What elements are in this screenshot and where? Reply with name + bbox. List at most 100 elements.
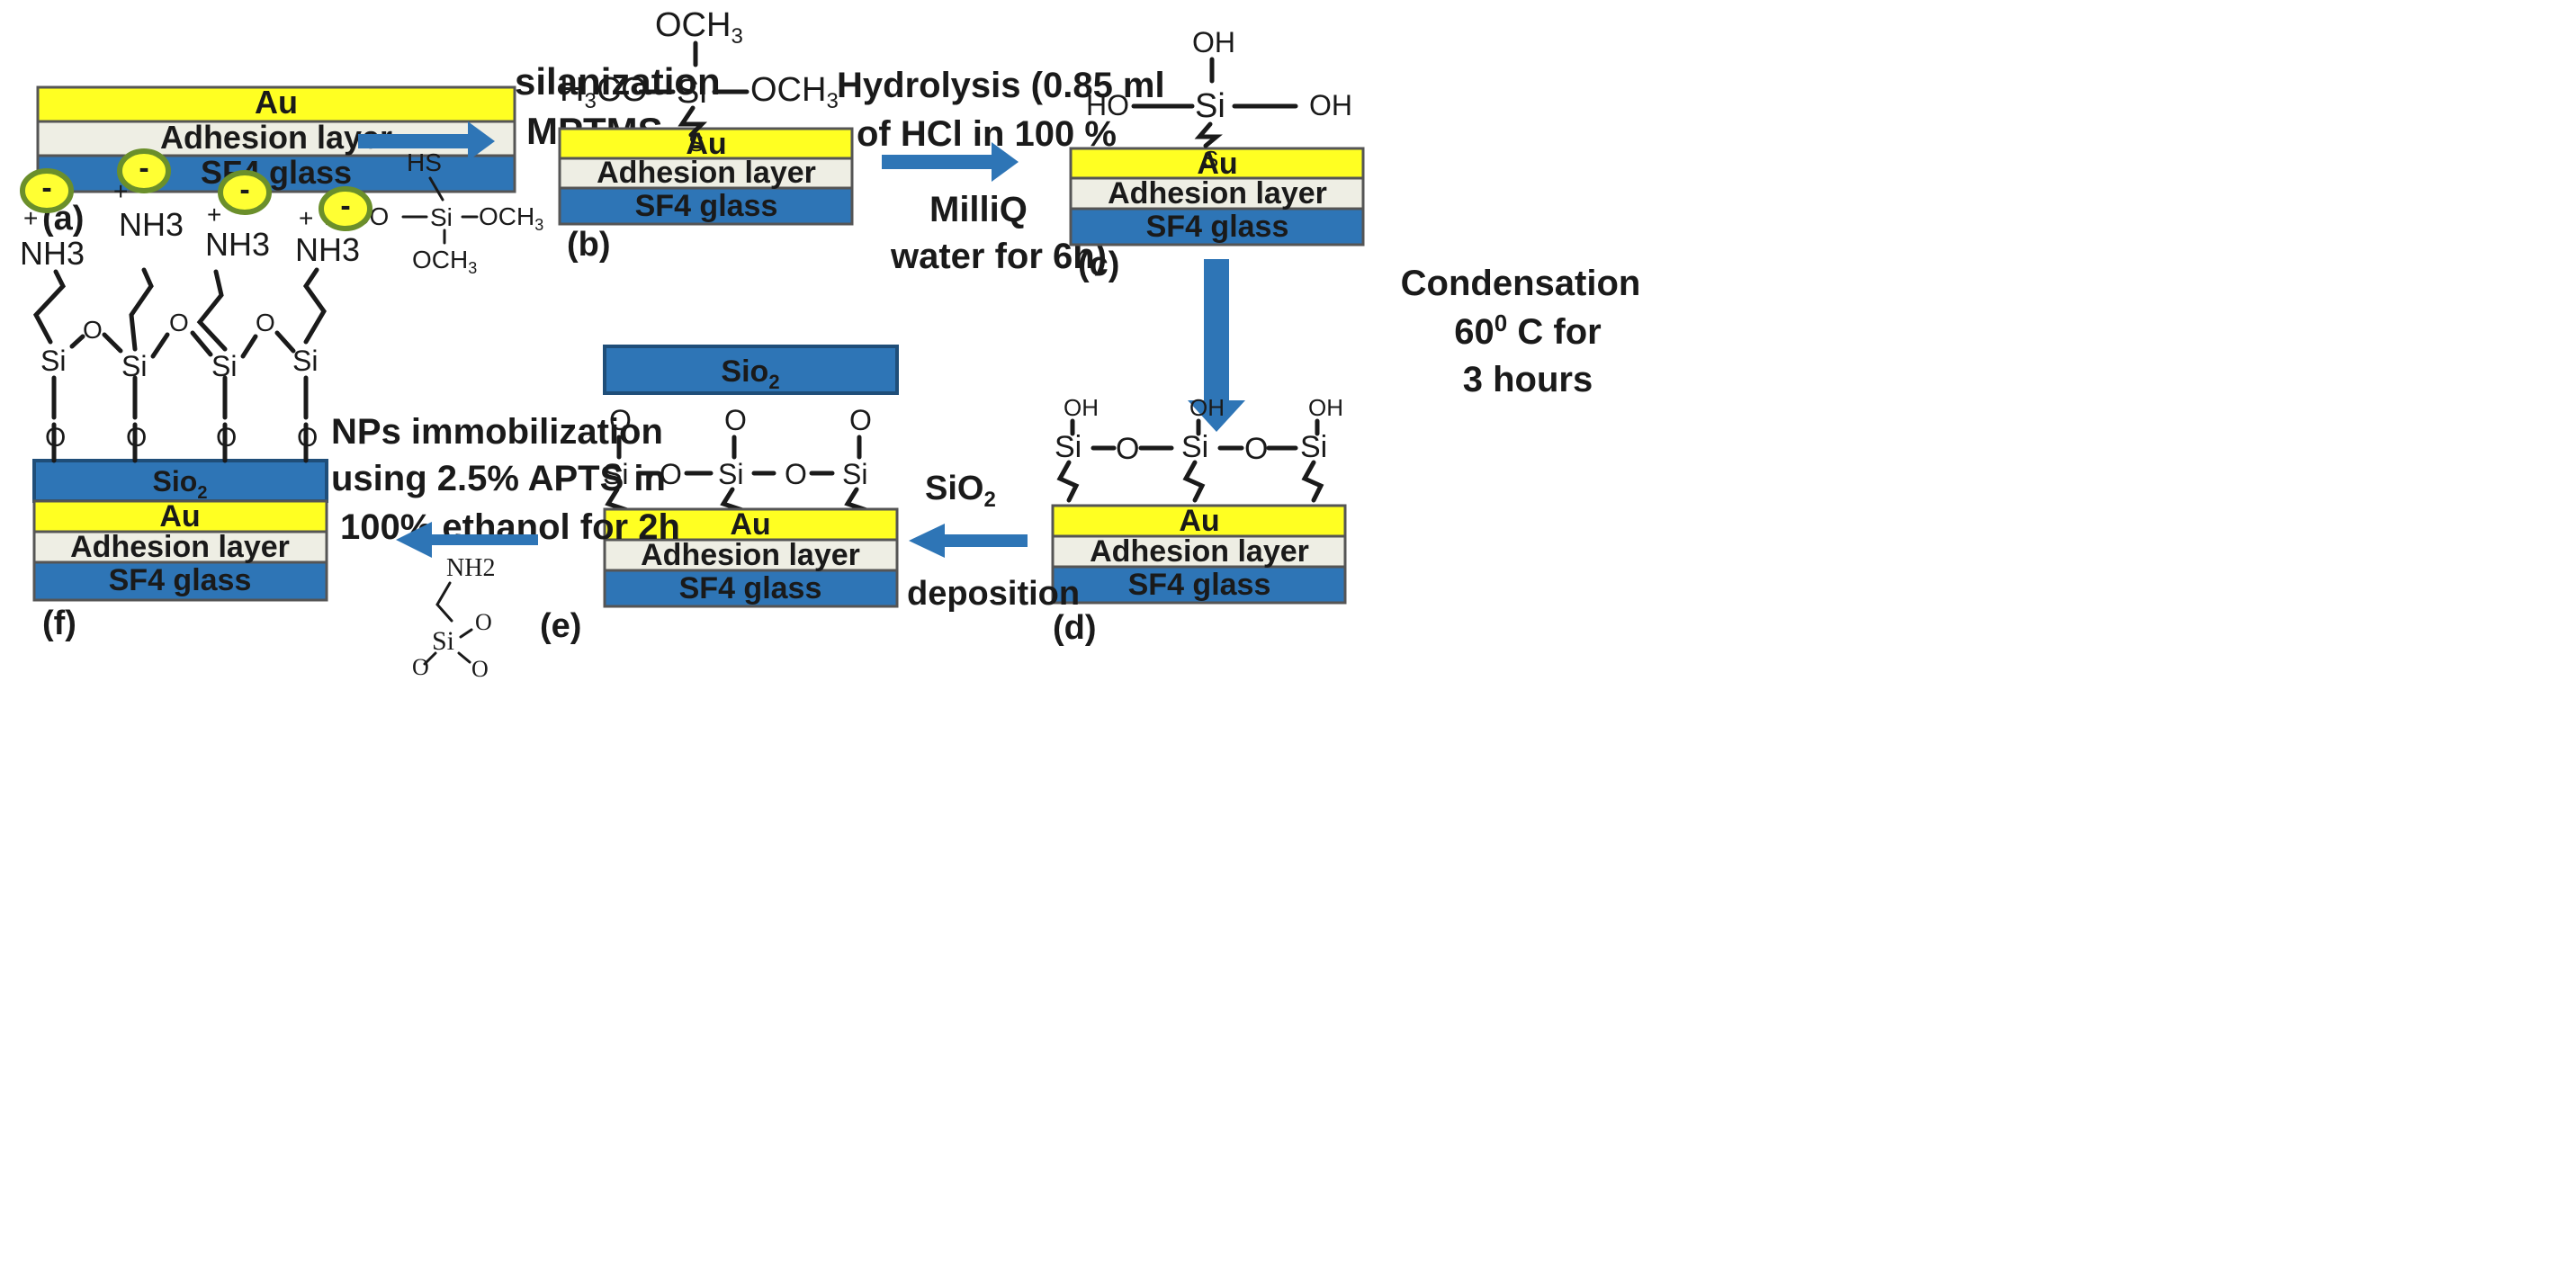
o-e1-top: O <box>609 404 632 436</box>
stack-a: Au Adhesion layer SF4 glass <box>36 84 516 193</box>
silanization-arrow <box>358 121 495 161</box>
sf4-glass-layer <box>32 560 328 602</box>
o-f-anchor1: O <box>45 423 66 453</box>
sio2-deposition-arrow <box>909 524 1028 558</box>
sio2-label: Sio2 <box>153 465 208 503</box>
si-b: Si <box>677 73 707 111</box>
plus-f1: + <box>23 204 38 232</box>
o-f-bridge2: O <box>169 309 189 336</box>
si-f4: Si <box>292 345 318 377</box>
och3-top: OCH3 <box>655 6 743 49</box>
adhesion-label: Adhesion layer <box>1108 176 1327 211</box>
silanization-label: silanization <box>515 60 721 103</box>
panel-label-f: (f) <box>42 605 76 642</box>
sio2-top-e: Sio2 <box>603 345 899 395</box>
nps-line1: NPs immobilization <box>331 412 663 452</box>
sf4-glass-layer <box>1069 207 1365 247</box>
stack-d: Au Adhesion layer SF4 glass <box>1051 504 1347 605</box>
silanol-c: OH HO Si OH S <box>1086 26 1352 173</box>
nanoparticle-4 <box>319 186 372 231</box>
condensation-line2: 600 C for <box>1454 309 1601 352</box>
sio2-layer <box>32 459 328 503</box>
minus-3: - <box>239 173 249 207</box>
adhesion-label: Adhesion layer <box>641 538 860 572</box>
hydrolysis-line1: Hydrolysis (0.85 ml <box>837 66 1165 105</box>
nanoparticle-2 <box>117 148 171 193</box>
stack-e: Au Adhesion layer SF4 glass <box>603 507 899 608</box>
sf4-glass-layer <box>1051 565 1347 605</box>
sf4-label: SF4 glass <box>1128 568 1271 602</box>
au-label: Au <box>1197 147 1237 181</box>
panel-label-d: (d) <box>1053 609 1097 647</box>
aminosilane-network-f: O O O O Si Si Si Si O O O NH3 NH3 NH3 NH… <box>20 148 372 463</box>
o-f-anchor4: O <box>297 423 318 453</box>
stack-c: Au Adhesion layer SF4 glass <box>1069 147 1365 247</box>
methoxysilane-b: OCH3 H3CO Si OCH3 S <box>560 6 839 157</box>
adhesion-layer <box>558 157 854 190</box>
nh2-text: NH2 <box>446 554 495 582</box>
au-label: Au <box>730 507 770 542</box>
si-f1: Si <box>40 345 66 377</box>
nh3-f1: NH3 <box>20 235 85 272</box>
sf4-glass-layer <box>603 569 899 608</box>
oh-d3: OH <box>1308 394 1343 421</box>
hydrolysis-arrow <box>882 142 1019 182</box>
si-f3: Si <box>211 350 237 382</box>
oh-d2: OH <box>1189 394 1225 421</box>
hydrolysis-line3: MilliQ <box>929 190 1028 229</box>
si-text: Si <box>430 203 453 231</box>
och3-text-bottom: OCH3 <box>412 246 477 277</box>
och3-text-right: OCH3 <box>479 202 543 234</box>
nh3-f3: NH3 <box>205 226 270 263</box>
o-d2: O <box>1244 432 1268 466</box>
si-d1: Si <box>1055 430 1082 464</box>
minus-1: - <box>41 171 51 205</box>
siloxane-network-d: OH Si O OH Si O OH Si <box>1055 394 1343 503</box>
adhesion-label: Adhesion layer <box>1090 534 1309 569</box>
sio2-deposition-line2: deposition <box>907 575 1080 613</box>
si-d2: Si <box>1181 430 1208 464</box>
condensation-arrow <box>1188 259 1245 432</box>
o-apts3: O <box>471 656 489 682</box>
au-layer <box>32 499 328 533</box>
condensation-line3: 3 hours <box>1463 360 1593 399</box>
plus-f4: + <box>299 204 313 232</box>
sf4-label: SF4 glass <box>679 571 822 605</box>
och3-right: OCH3 <box>750 71 839 113</box>
au-layer <box>603 507 899 542</box>
plus-f3: + <box>207 201 221 229</box>
adhesion-label: Adhesion layer <box>70 530 290 564</box>
nanoparticle-1 <box>20 168 74 213</box>
panel-label-b: (b) <box>567 226 611 264</box>
h3co-left: H3CO <box>560 71 648 113</box>
nps-line2: using 2.5% APTS in <box>331 459 666 498</box>
si-e3: Si <box>842 458 867 490</box>
panel-label-c: (c) <box>1078 246 1119 283</box>
o-e1: O <box>660 458 682 490</box>
sf4-label: SF4 glass <box>1146 210 1289 244</box>
si-apts: Si <box>432 626 454 656</box>
au-label: Au <box>1179 504 1219 538</box>
nh3-f2: NH3 <box>119 206 184 243</box>
au-layer <box>1051 504 1347 538</box>
si-d3: Si <box>1300 430 1327 464</box>
si-e2: Si <box>718 458 743 490</box>
si-e1: Si <box>603 458 628 490</box>
o-e3-top: O <box>849 404 872 436</box>
nps-arrow <box>396 522 538 558</box>
nh3-f4: NH3 <box>295 231 360 268</box>
si-f2: Si <box>121 350 147 382</box>
s-c: S <box>1203 146 1218 173</box>
stack-f: Sio2 Au Adhesion layer SF4 glass <box>32 459 328 602</box>
o-apts2: O <box>412 654 429 680</box>
condensation-line1: Condensation <box>1401 264 1641 303</box>
adhesion-label: Adhesion layer <box>160 119 392 156</box>
oh-d1: OH <box>1064 394 1099 421</box>
o-d1: O <box>1116 432 1139 466</box>
oh-right: OH <box>1309 89 1352 121</box>
ho-left: HO <box>1086 89 1129 121</box>
panel-label-e: (e) <box>540 607 581 645</box>
o-f-bridge1: O <box>83 316 103 344</box>
sio2-layer-top <box>603 345 899 395</box>
sf4-label: SF4 glass <box>109 563 252 597</box>
